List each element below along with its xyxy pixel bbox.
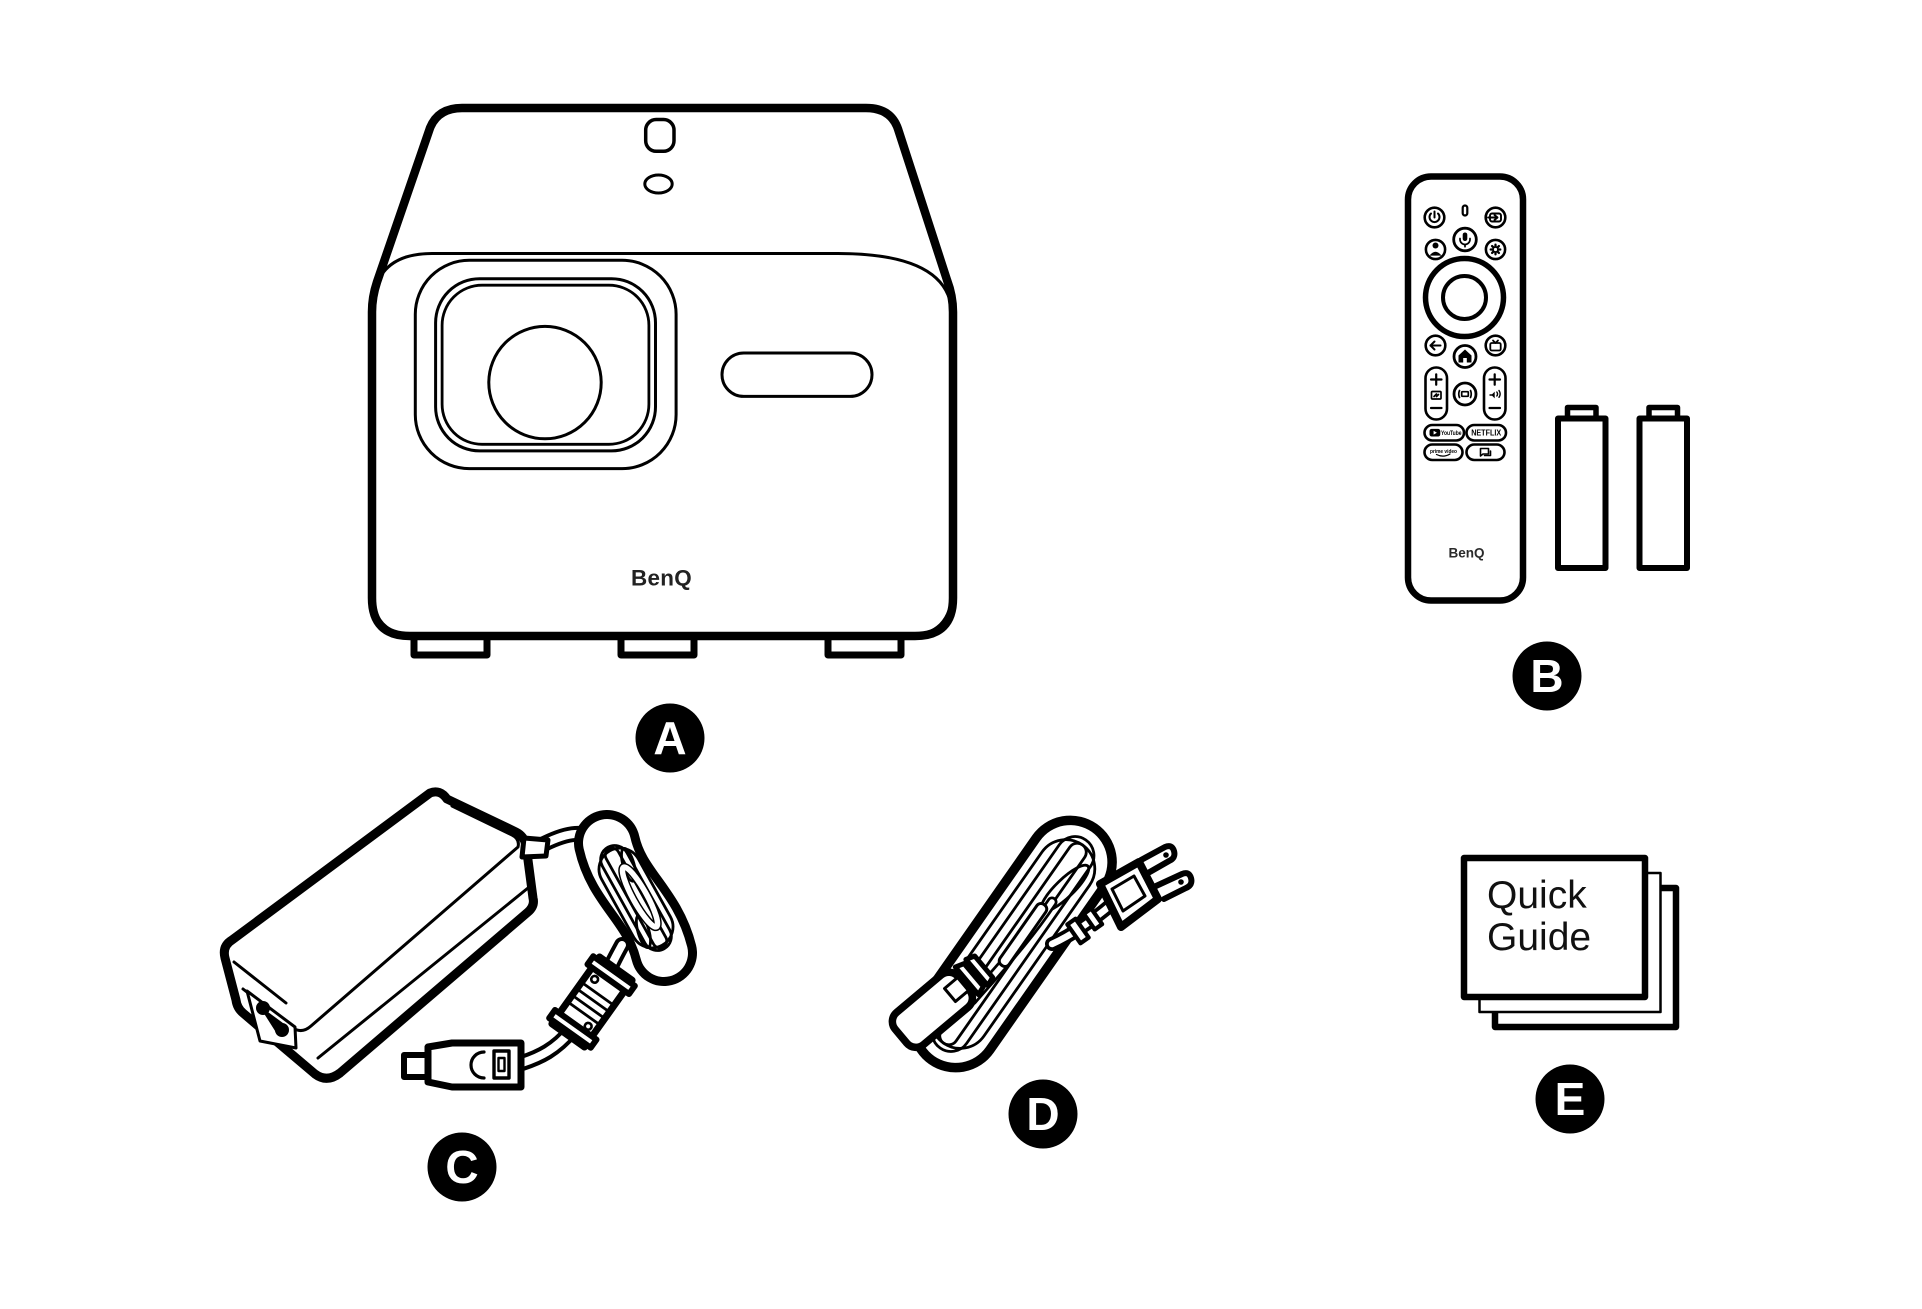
svg-text:B: B	[1530, 650, 1563, 702]
svg-text:E: E	[1555, 1073, 1586, 1125]
svg-text:Quick: Quick	[1487, 874, 1587, 917]
svg-text:NETFLIX: NETFLIX	[1471, 429, 1502, 438]
svg-text:C: C	[445, 1141, 478, 1193]
svg-text:BenQ: BenQ	[631, 566, 692, 591]
svg-text:Guide: Guide	[1487, 916, 1591, 959]
svg-text:D: D	[1026, 1088, 1059, 1140]
svg-text:A: A	[653, 712, 686, 764]
svg-text:YouTube: YouTube	[1441, 430, 1462, 437]
svg-text:BenQ: BenQ	[1448, 546, 1484, 561]
svg-text:prime video: prime video	[1430, 449, 1458, 455]
